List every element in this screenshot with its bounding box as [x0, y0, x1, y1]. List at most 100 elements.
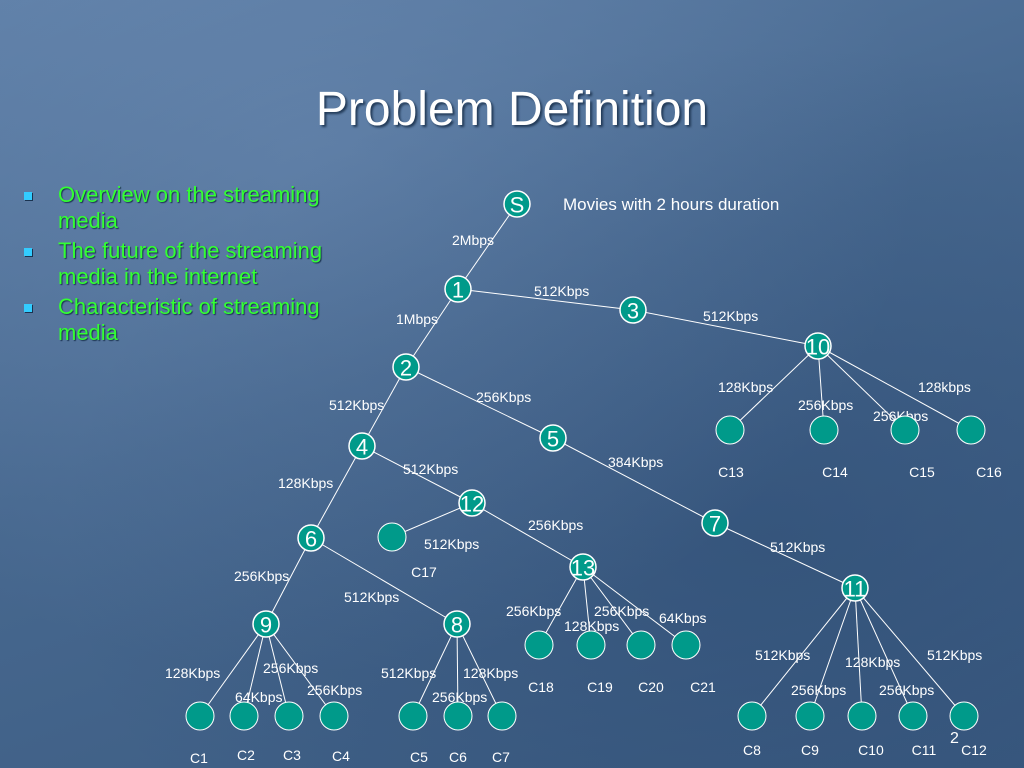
client-node-C5: C5 [398, 701, 428, 765]
router-node-label: 11 [844, 577, 867, 602]
router-node-6: 6 [297, 524, 325, 552]
bandwidth-label: 512Kbps [703, 308, 758, 324]
client-circle [626, 630, 656, 660]
router-node-label: 2 [400, 356, 412, 381]
bandwidth-label: 128Kbps [564, 618, 619, 634]
bandwidth-label: 2Mbps [452, 232, 494, 248]
router-node-circle [458, 489, 486, 517]
client-circle [956, 415, 986, 445]
router-node-label: 6 [305, 527, 317, 552]
edge-9-C2 [243, 623, 267, 717]
router-node-10: 10 [804, 332, 832, 360]
client-label: C6 [449, 749, 467, 765]
bandwidth-label: 128Kbps [463, 665, 518, 681]
router-node-7: 7 [701, 509, 729, 537]
edge-1-2 [405, 288, 459, 368]
client-label: C10 [858, 742, 884, 758]
edge-2-4 [361, 366, 407, 447]
router-node-13: 13 [569, 553, 597, 581]
client-node-C14: C14 [809, 415, 848, 480]
client-circle [949, 701, 979, 731]
bandwidth-label: 128Kbps [165, 665, 220, 681]
client-label: C21 [690, 679, 716, 695]
client-circle [319, 701, 349, 731]
bandwidth-label: 512Kbps [424, 536, 479, 552]
router-node-label: 12 [460, 492, 484, 517]
client-label: C4 [332, 748, 350, 764]
edge-10-C16 [817, 345, 972, 431]
router-node-label: 1 [452, 278, 464, 303]
client-circle [737, 701, 767, 731]
router-node-4: 4 [348, 432, 376, 460]
edge-11-C8 [751, 587, 856, 717]
client-label: C11 [912, 742, 937, 758]
client-node-C11: C11 [898, 701, 937, 758]
router-node-2: 2 [392, 353, 420, 381]
bandwidth-label: 512Kbps [534, 283, 589, 299]
client-node-C1: C1 [185, 701, 215, 766]
router-node-5: 5 [539, 424, 567, 452]
router-node-circle [297, 524, 325, 552]
edge-2-5 [405, 366, 554, 439]
client-circle [487, 701, 517, 731]
bandwidth-label: 256Kbps [234, 568, 289, 584]
edge-11-C12 [854, 587, 965, 717]
client-circle [847, 701, 877, 731]
client-label: C14 [822, 464, 848, 480]
edge-4-12 [361, 445, 473, 504]
bandwidth-label: 512Kbps [770, 539, 825, 555]
client-label: C5 [410, 749, 428, 765]
edge-11-C11 [854, 587, 914, 717]
edge-9-C4 [265, 623, 335, 717]
client-circle [795, 701, 825, 731]
client-node-C4: C4 [319, 701, 350, 764]
router-node-circle [252, 610, 280, 638]
square-bullet-icon [24, 192, 32, 200]
bandwidth-label: 256Kbps [879, 682, 934, 698]
router-node-circle [569, 553, 597, 581]
bullet-text: Characteristic of streaming media [58, 294, 320, 345]
bullet-text: Overview on the streaming media [58, 182, 320, 233]
router-node-circle [619, 296, 647, 324]
edge-4-6 [310, 445, 363, 539]
client-node-C16: C16 [956, 415, 1002, 480]
bandwidth-label: 128Kbps [845, 654, 900, 670]
edge-6-9 [265, 537, 312, 625]
client-node-C3: C3 [274, 701, 304, 763]
router-node-9: 9 [252, 610, 280, 638]
bullet-text: The future of the streaming media in the… [58, 238, 323, 289]
client-node-C8: C8 [737, 701, 767, 758]
edge-9-C1 [199, 623, 267, 717]
router-node-label: 8 [451, 613, 463, 638]
edge-13-C21 [582, 566, 687, 646]
edge-5-7 [552, 437, 716, 524]
router-node-circle [539, 424, 567, 452]
client-circle [576, 630, 606, 660]
client-node-C17: C17 [377, 522, 437, 580]
edge-1-3 [457, 288, 634, 311]
bandwidth-label: 256Kbps [432, 689, 487, 705]
diagram-note: Movies with 2 hours duration [563, 195, 779, 214]
client-node-C18: C18 [524, 630, 554, 695]
client-circle [809, 415, 839, 445]
client-label: C18 [528, 679, 554, 695]
bandwidth-label: 512Kbps [344, 589, 399, 605]
client-label: C8 [743, 742, 761, 758]
bandwidth-label: 128Kbps [718, 379, 773, 395]
client-node-C13: C13 [715, 415, 745, 480]
client-label: C1 [190, 750, 208, 766]
client-node-C9: C9 [795, 701, 825, 758]
router-node-8: 8 [443, 610, 471, 638]
bandwidth-label: 256Kbps [307, 682, 362, 698]
bullet-item: The future of the streaming media in the… [20, 238, 370, 290]
bandwidth-label: 512Kbps [755, 647, 810, 663]
client-label: C19 [587, 679, 613, 695]
client-node-C21: C21 [671, 630, 716, 695]
edge-9-C3 [265, 623, 290, 717]
bandwidth-label: 256Kbps [594, 603, 649, 619]
edge-13-C18 [538, 566, 584, 646]
router-node-circle [392, 353, 420, 381]
client-circle [715, 415, 745, 445]
